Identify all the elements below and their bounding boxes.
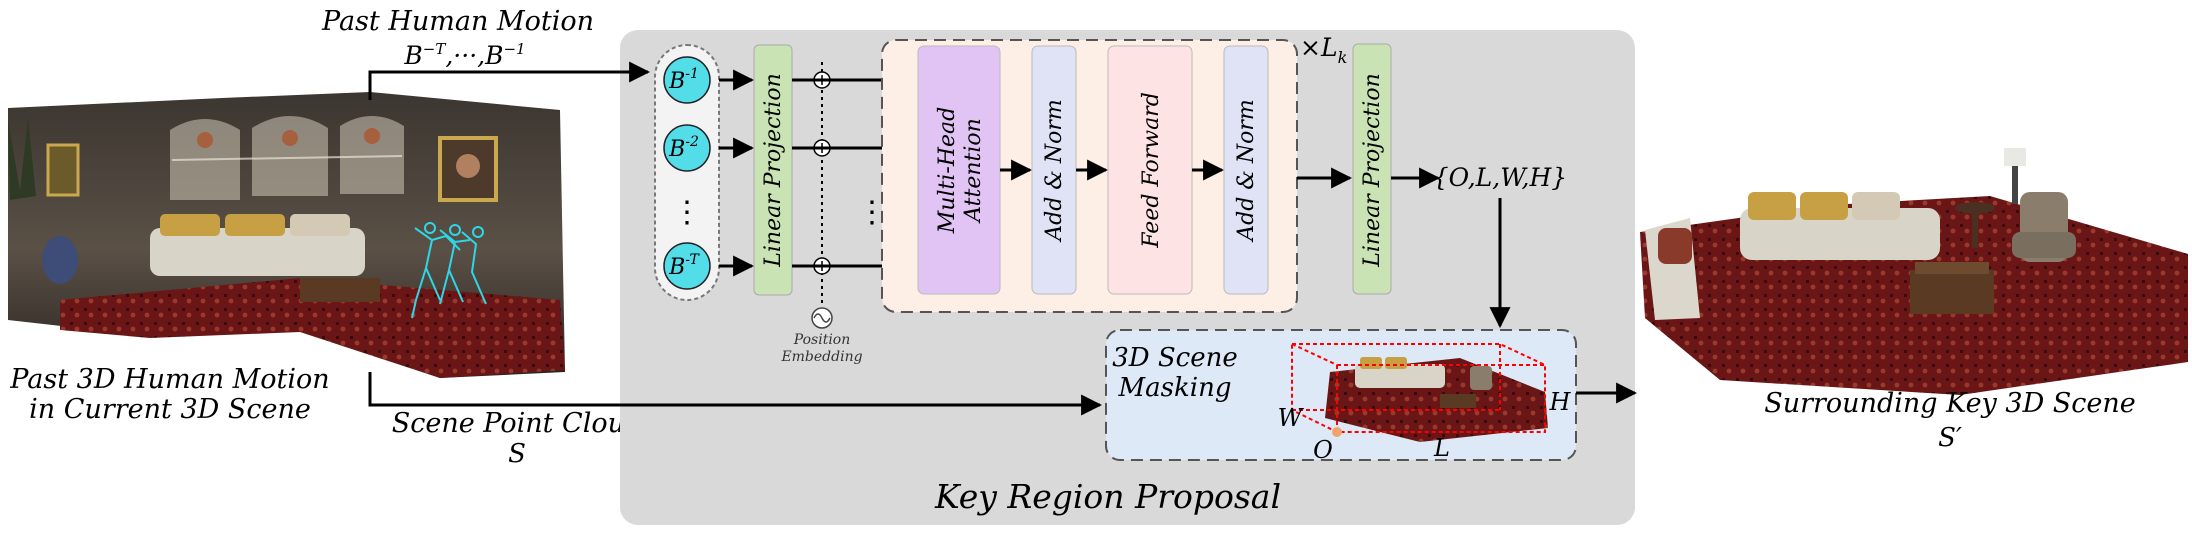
scene-caption-line1: Past 3D Human Motion bbox=[9, 364, 329, 395]
svg-text:B-1: B-1 bbox=[668, 66, 699, 94]
mask-label-l: L bbox=[1433, 434, 1450, 462]
token-b-1-exp: -1 bbox=[685, 66, 699, 82]
token-b-t-exp: -T bbox=[685, 252, 700, 268]
add-norm-1-label: Add & Norm bbox=[1042, 99, 1067, 243]
multi-head-attention-line1: Multi-Head bbox=[935, 107, 960, 234]
point-cloud-label: Scene Point Cloud bbox=[392, 408, 643, 439]
linear-projection-out-label: Linear Projection bbox=[1360, 73, 1385, 267]
masking-title-line1: 3D Scene bbox=[1112, 343, 1238, 373]
mask-label-h: H bbox=[1549, 388, 1572, 416]
token-b-t-base: B bbox=[668, 255, 685, 280]
token-b-2: B-2 bbox=[663, 124, 711, 172]
output-scene-image bbox=[1640, 148, 2188, 395]
token-b-t: B-T bbox=[663, 242, 711, 290]
token-column bbox=[654, 44, 720, 301]
linear-projection-out bbox=[1352, 43, 1392, 295]
feed-forward-label: Feed Forward bbox=[1139, 92, 1164, 249]
masking-title-line2: Masking bbox=[1118, 373, 1232, 403]
token-b-2-base: B bbox=[668, 137, 685, 162]
scene-caption-line2: in Current 3D Scene bbox=[29, 394, 311, 425]
linear-projection-in bbox=[753, 44, 793, 296]
mask-label-w: W bbox=[1278, 404, 1305, 432]
repeat-count: ×Lk bbox=[1300, 33, 1347, 67]
bounding-box-mask bbox=[1291, 343, 1546, 433]
token-ellipsis: ⋮ bbox=[672, 195, 702, 230]
mask-label-o: O bbox=[1313, 436, 1333, 464]
svg-text:B-2: B-2 bbox=[668, 134, 699, 162]
output-symbol: S′ bbox=[1938, 423, 1962, 453]
point-cloud-symbol: S bbox=[508, 439, 526, 469]
masked-scene-thumbnail bbox=[1325, 357, 1548, 442]
region-parameters: {O,L,W,H} bbox=[1433, 163, 1567, 192]
token-b-2-exp: -2 bbox=[685, 134, 699, 150]
output-caption: Surrounding Key 3D Scene bbox=[1764, 388, 2136, 419]
linear-projection-in-label: Linear Projection bbox=[761, 73, 786, 267]
point-cloud-arrow bbox=[368, 372, 1103, 416]
sine-wave-icon bbox=[811, 307, 833, 329]
origin-point bbox=[1332, 427, 1342, 437]
repeat-sub: k bbox=[1338, 48, 1348, 67]
repeat-symbol: ×L bbox=[1300, 33, 1338, 62]
token-b-1-base: B bbox=[668, 69, 685, 94]
panel-title: Key Region Proposal bbox=[934, 477, 1281, 516]
svg-text:B-T: B-T bbox=[668, 252, 700, 280]
position-embedding-line2: Embedding bbox=[780, 349, 862, 365]
past-motion-title: Past Human Motion bbox=[321, 6, 594, 37]
motion-arrow bbox=[368, 61, 651, 100]
token-arrows bbox=[719, 69, 755, 277]
past-motion-symbol: B−T,···,B−1 bbox=[403, 40, 525, 70]
input-scene-image bbox=[8, 92, 565, 378]
position-embedding-line1: Position bbox=[793, 332, 851, 348]
add-norm-block-2 bbox=[1223, 45, 1269, 295]
multi-head-attention-line2: Attention bbox=[961, 118, 986, 224]
add-norm-2-label: Add & Norm bbox=[1234, 99, 1259, 243]
token-b-1: B-1 bbox=[663, 56, 711, 104]
